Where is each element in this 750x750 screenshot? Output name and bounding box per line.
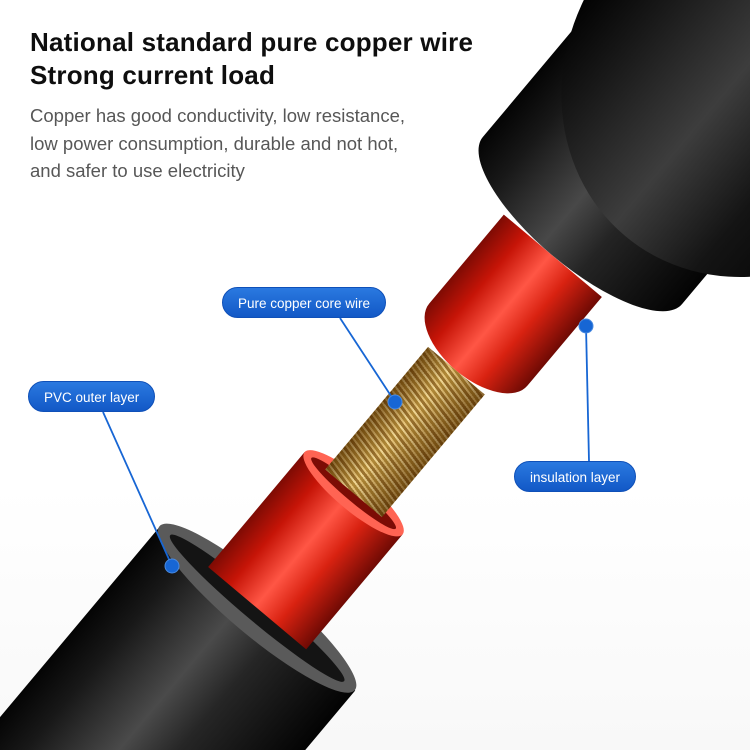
callout-insulation-layer: insulation layer bbox=[514, 461, 637, 492]
description-line-2: low power consumption, durable and not h… bbox=[30, 132, 399, 154]
description-line-1: Copper has good conductivity, low resist… bbox=[30, 105, 405, 126]
callout-pure-copper-core-wire: Pure copper core wire bbox=[222, 287, 387, 318]
header: National standard pure copper wire Stron… bbox=[30, 26, 473, 185]
description: Copper has good conductivity, low resist… bbox=[30, 102, 473, 185]
description-line-3: and safer to use electricity bbox=[30, 160, 245, 181]
page-title-line-2: Strong current load bbox=[30, 60, 276, 90]
callout-pvc-outer-layer: PVC outer layer bbox=[28, 381, 156, 412]
page-title-line-1: National standard pure copper wire bbox=[30, 27, 474, 57]
